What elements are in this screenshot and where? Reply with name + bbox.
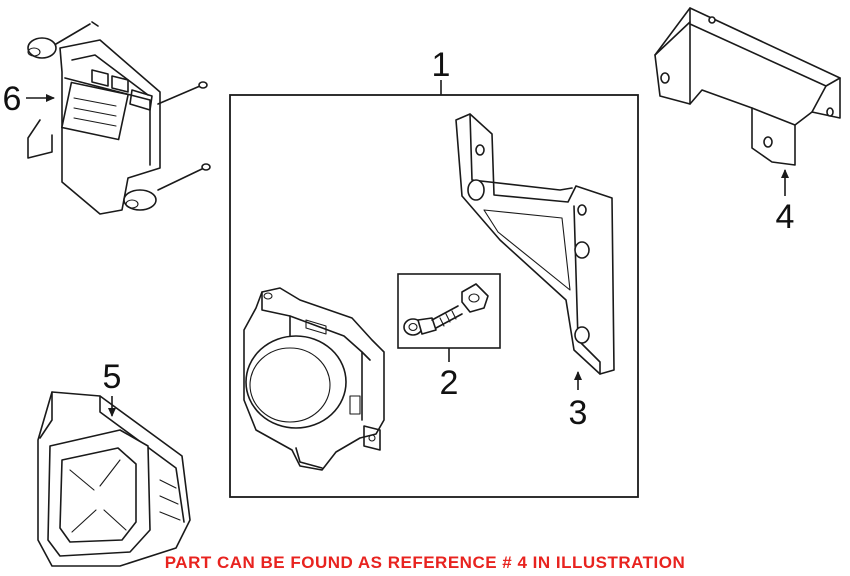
bracket-part-4 — [654, 7, 841, 166]
radar-sensor-part-1 — [243, 287, 385, 471]
callout-6: 6 — [3, 80, 22, 118]
control-module-part-6 — [27, 21, 211, 215]
bracket-part-3 — [455, 113, 615, 375]
callout-3: 3 — [569, 394, 588, 432]
reference-note: PART CAN BE FOUND AS REFERENCE # 4 IN IL… — [165, 553, 686, 572]
assembly-frame — [229, 94, 639, 498]
callout-4: 4 — [776, 198, 795, 236]
cover-part-5 — [37, 391, 191, 567]
callout-2: 2 — [440, 364, 459, 402]
callout-1: 1 — [432, 46, 451, 84]
bolt-and-nut-part-2 — [403, 283, 489, 336]
callout-5: 5 — [103, 358, 122, 396]
